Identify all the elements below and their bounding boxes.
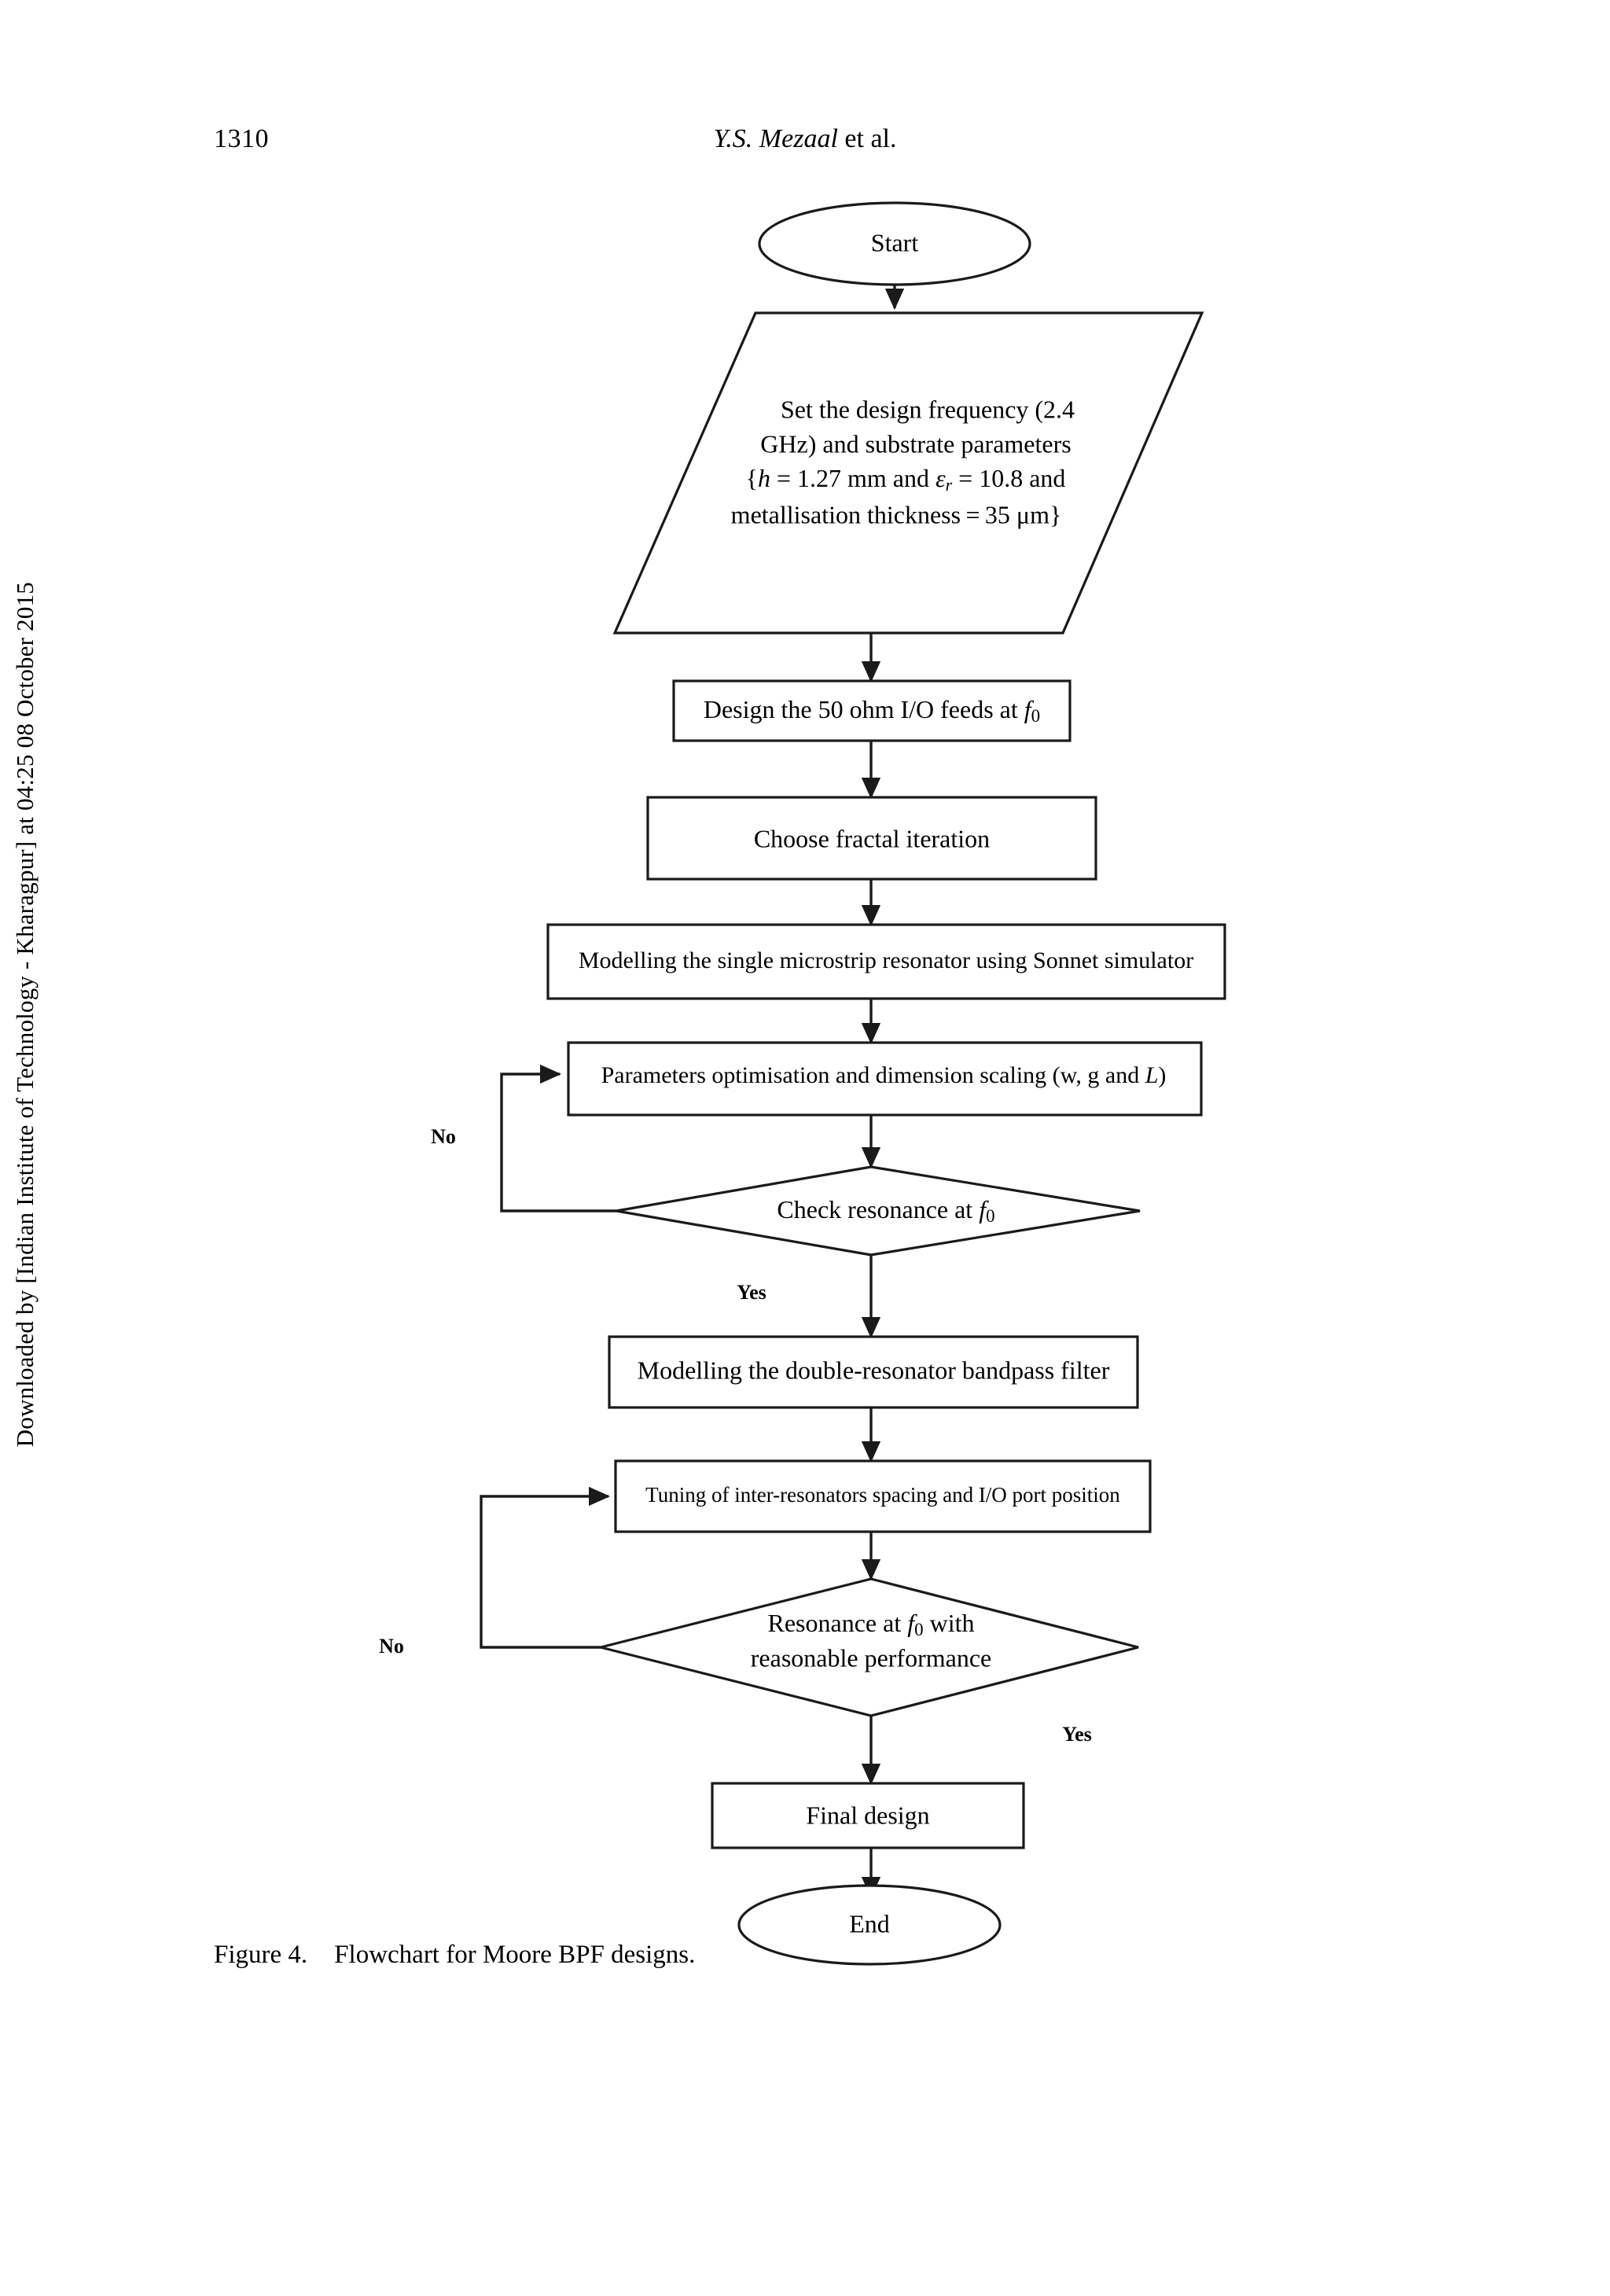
- figure-caption-number: Figure 4.: [214, 1941, 308, 1969]
- set-params-line-1: Set the design frequency (2.4: [781, 395, 1075, 423]
- node-set-params[interactable]: Set the design frequency (2.4 GHz) and s…: [612, 311, 1204, 635]
- set-params-epsilon-subscript: r: [946, 475, 953, 495]
- edge-label-perf-no: No: [379, 1635, 404, 1658]
- resonance-perf-f-subscript: 0: [914, 1620, 924, 1639]
- figure-caption-text: Flowchart for Moore BPF designs.: [334, 1941, 696, 1969]
- optimise-label-close: ): [1158, 1062, 1166, 1088]
- node-resonance-perf[interactable]: Resonance at f0 with reasonable performa…: [600, 1577, 1139, 1717]
- design-feeds-label: Design the 50 ohm I/O feeds at f0: [704, 695, 1040, 726]
- check-resonance-f-subscript: 0: [986, 1206, 995, 1226]
- set-params-brace: {: [746, 464, 758, 492]
- resonance-perf-diamond-shape: [600, 1577, 1139, 1717]
- running-head: Y.S. Mezaal et al.: [0, 124, 1610, 154]
- running-head-authors: Y.S. Mezaal: [713, 124, 838, 153]
- resonance-perf-line1-suffix: with: [924, 1609, 975, 1637]
- start-terminator-shape: [758, 201, 1031, 286]
- end-label: End: [849, 1909, 890, 1937]
- choose-iteration-label: Choose fractal iteration: [754, 824, 990, 852]
- model-resonator-label: Modelling the single microstrip resonato…: [579, 947, 1193, 973]
- node-model-resonator[interactable]: Modelling the single microstrip resonato…: [546, 923, 1226, 1000]
- set-params-line-4: metallisation thickness = 35 μm}: [731, 500, 1062, 528]
- check-resonance-label-text: Check resonance at: [777, 1195, 979, 1223]
- edge-label-perf-yes: Yes: [1062, 1723, 1092, 1746]
- set-params-line-2: GHz) and substrate parameters: [760, 429, 1071, 458]
- start-label: Start: [871, 228, 919, 256]
- check-resonance-diamond-shape: [616, 1165, 1141, 1257]
- node-optimise[interactable]: Parameters optimisation and dimension sc…: [567, 1041, 1203, 1117]
- design-feeds-label-text: Design the 50 ohm I/O feeds at: [704, 695, 1024, 723]
- model-bpf-box-shape: [608, 1335, 1139, 1409]
- running-head-suffix: et al.: [837, 124, 897, 153]
- tuning-box-shape: [614, 1459, 1152, 1533]
- choose-iteration-box-shape: [646, 796, 1097, 881]
- edge-label-check-no: No: [431, 1125, 456, 1148]
- resonance-perf-line-1: Resonance at f0 with: [768, 1609, 975, 1639]
- check-resonance-label: Check resonance at f0: [777, 1195, 994, 1226]
- optimise-label: Parameters optimisation and dimension sc…: [601, 1062, 1167, 1088]
- set-params-h-symbol: h: [758, 464, 770, 492]
- model-bpf-label: Modelling the double-resonator bandpass …: [638, 1356, 1110, 1384]
- optimise-L-symbol: L: [1145, 1062, 1159, 1088]
- edge-label-check-yes: Yes: [737, 1281, 766, 1304]
- set-params-epsilon-symbol: ε: [935, 464, 946, 492]
- set-params-line-3: {h = 1.27 mm and εr = 10.8 and: [746, 464, 1066, 494]
- final-design-label: Final design: [806, 1801, 929, 1829]
- node-choose-iteration[interactable]: Choose fractal iteration: [646, 796, 1097, 881]
- edge-resonanceperf-no-loop: [480, 1486, 611, 1649]
- design-feeds-box-shape: [672, 679, 1071, 742]
- edge-checkresonance-no-loop: [500, 1064, 616, 1212]
- tuning-label: Tuning of inter-resonators spacing and I…: [645, 1483, 1120, 1507]
- design-feeds-f-subscript: 0: [1031, 706, 1041, 726]
- model-resonator-box-shape: [546, 923, 1226, 1000]
- node-design-feeds[interactable]: Design the 50 ohm I/O feeds at f0: [672, 679, 1071, 742]
- optimise-box-shape: [567, 1041, 1203, 1117]
- node-tuning[interactable]: Tuning of inter-resonators spacing and I…: [614, 1459, 1152, 1533]
- optimise-label-text: Parameters optimisation and dimension sc…: [601, 1062, 1145, 1088]
- set-params-epsilon-value: = 10.8 and: [952, 464, 1065, 492]
- end-terminator-shape: [737, 1884, 1002, 1966]
- final-design-box-shape: [711, 1782, 1025, 1849]
- resonance-perf-line1-text: Resonance at: [768, 1609, 908, 1637]
- page-number: 1310: [214, 124, 269, 153]
- node-start[interactable]: Start: [758, 201, 1031, 286]
- set-params-h-value: = 1.27 mm and: [770, 464, 935, 492]
- set-params-parallelogram-shape: [612, 311, 1204, 635]
- node-model-bpf[interactable]: Modelling the double-resonator bandpass …: [608, 1335, 1139, 1409]
- figure-caption: Figure 4. Flowchart for Moore BPF designs…: [214, 1941, 695, 1970]
- node-check-resonance[interactable]: Check resonance at f0: [616, 1165, 1141, 1257]
- node-final-design[interactable]: Final design: [711, 1782, 1025, 1849]
- node-end[interactable]: End: [737, 1884, 1002, 1966]
- resonance-perf-line-2: reasonable performance: [751, 1643, 991, 1672]
